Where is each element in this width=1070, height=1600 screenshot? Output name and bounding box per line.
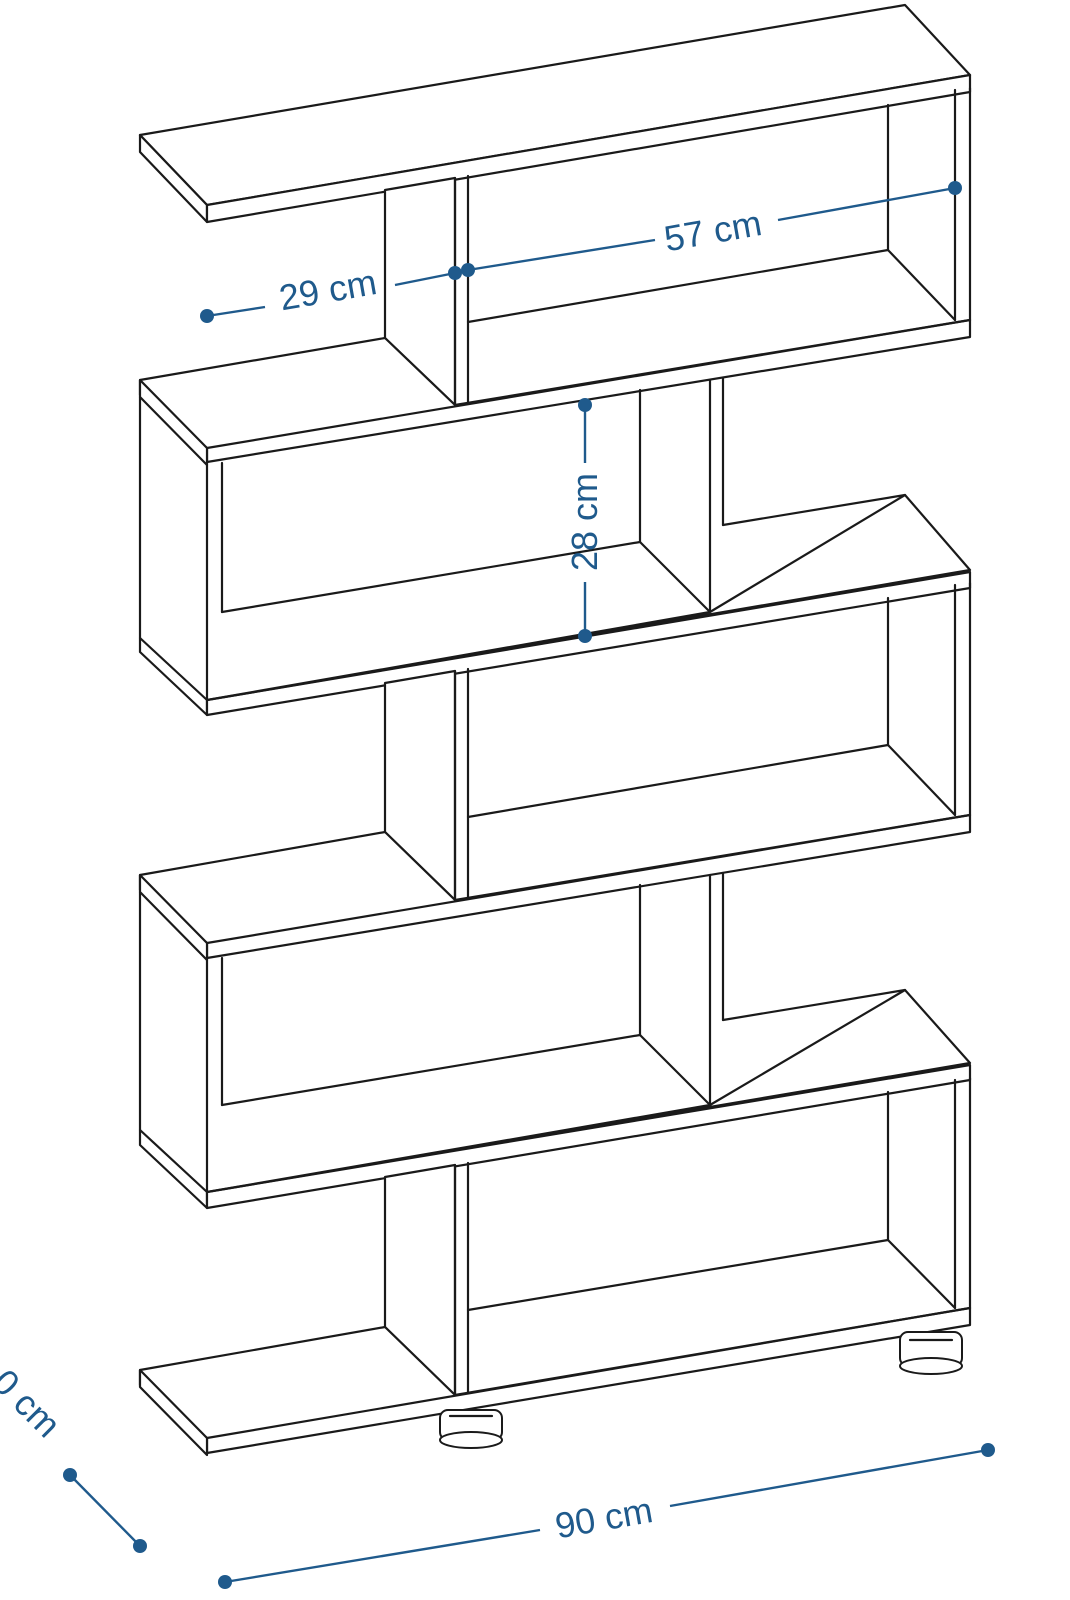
foot-right bbox=[899, 1331, 963, 1375]
bottom-board bbox=[138, 1306, 972, 1457]
dimension-label-depth: 0 cm bbox=[0, 1361, 69, 1445]
dimension-57cm: 57 cm bbox=[461, 181, 962, 277]
dimension-label-90cm: 90 cm bbox=[552, 1489, 656, 1546]
row-3 bbox=[383, 581, 972, 902]
top-board bbox=[138, 3, 972, 224]
dimension-depth: 0 cm bbox=[0, 1361, 147, 1553]
dimension-label-28cm: 28 cm bbox=[564, 473, 605, 571]
shelf-3 bbox=[138, 813, 972, 962]
foot-left bbox=[439, 1409, 503, 1449]
row-5 bbox=[383, 1076, 972, 1397]
row-2 bbox=[138, 376, 907, 702]
bookshelf-drawing bbox=[138, 3, 972, 1457]
dimension-label-57cm: 57 cm bbox=[661, 202, 765, 259]
shelf-1 bbox=[138, 318, 972, 467]
shelf-4 bbox=[138, 988, 972, 1210]
dimension-90cm: 90 cm bbox=[218, 1443, 995, 1589]
dimension-28cm: 28 cm bbox=[564, 398, 605, 643]
row-4 bbox=[138, 871, 907, 1194]
row-1 bbox=[383, 86, 972, 407]
dimension-label-29cm: 29 cm bbox=[276, 261, 380, 318]
